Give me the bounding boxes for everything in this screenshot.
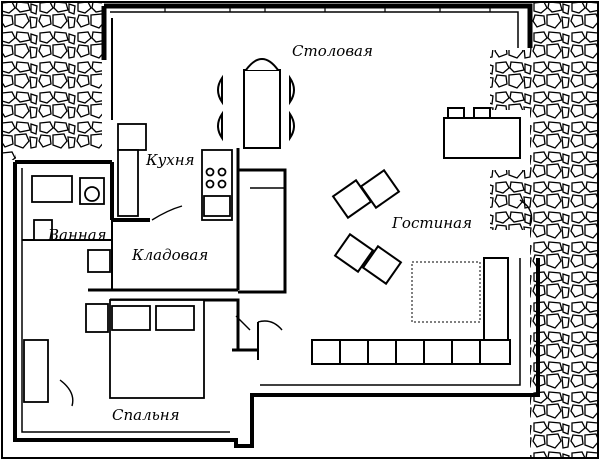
side-table	[443, 107, 521, 159]
room-label-bath: Ванная	[47, 226, 107, 244]
kitchen-fixtures	[117, 123, 233, 221]
dining-table	[217, 58, 295, 149]
room-label-bedroom: Спальня	[112, 406, 180, 424]
armchairs	[331, 168, 403, 286]
room-label-dining: Столовая	[292, 42, 373, 60]
living-bench	[311, 257, 511, 365]
bedroom-furniture	[23, 299, 205, 403]
room-label-kitchen: Кухня	[145, 151, 195, 169]
fireplace	[411, 261, 481, 323]
room-label-pantry: Кладовая	[131, 246, 208, 264]
top-windows	[164, 6, 491, 12]
outer-walls	[13, 3, 540, 448]
room-label-living: Гостиная	[391, 214, 472, 232]
door-swings	[59, 199, 533, 407]
interior-walls	[22, 148, 287, 360]
bathroom-fixtures	[31, 175, 111, 273]
